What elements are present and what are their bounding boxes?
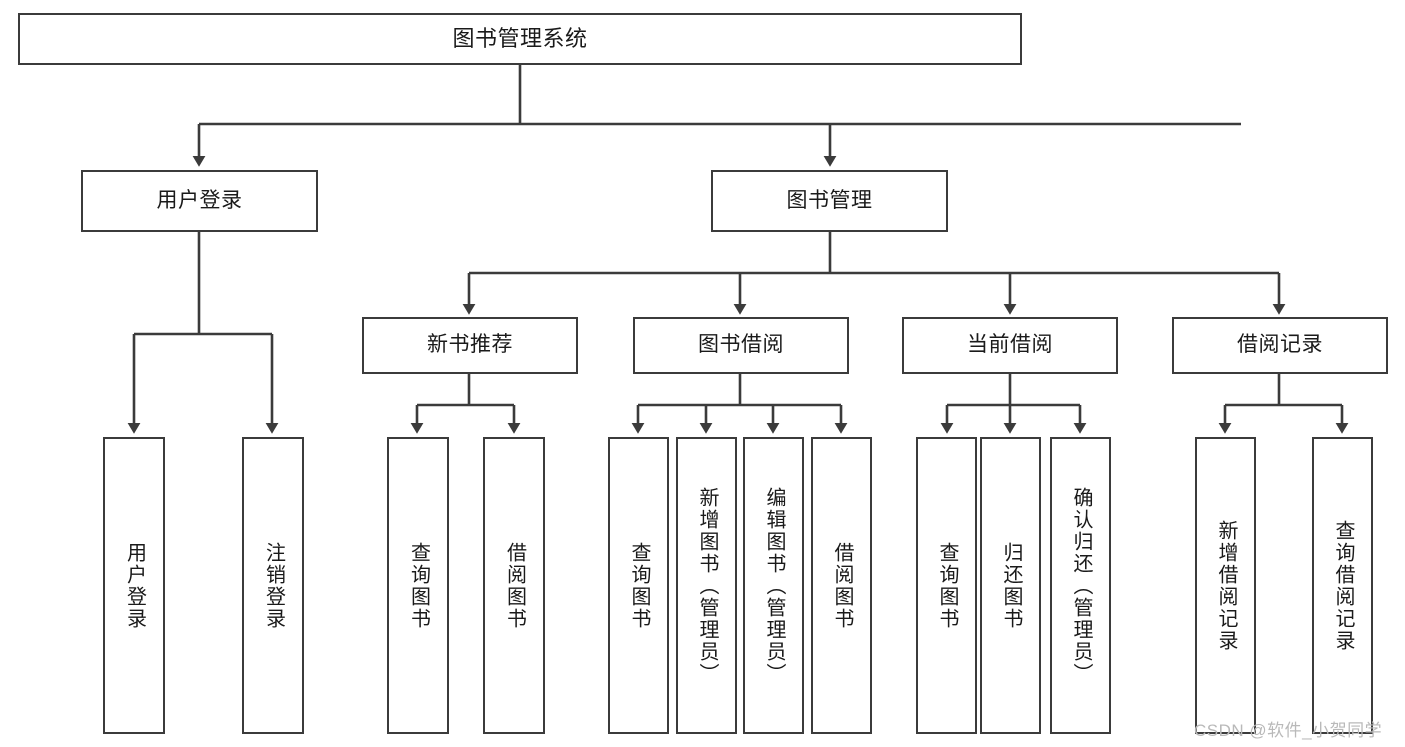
leaf-logout[interactable]: 注销登录 <box>242 437 304 734</box>
node-label: 查询图书 <box>628 541 650 630</box>
leaf-query-borrow-record[interactable]: 查询借阅记录 <box>1312 437 1373 734</box>
node-label: 图书管理 <box>786 188 873 212</box>
node-label: 用户登录 <box>156 188 243 212</box>
node-label: 用户登录 <box>123 541 146 630</box>
node-label: 新增借阅记录 <box>1215 519 1237 652</box>
leaf-add-borrow-record[interactable]: 新增借阅记录 <box>1195 437 1256 734</box>
node-label: 新书推荐 <box>427 333 513 357</box>
leaf-query-book-borrow[interactable]: 查询图书 <box>608 437 669 734</box>
node-label: 借阅图书 <box>831 541 853 630</box>
node-label: 图书管理系统 <box>452 25 588 51</box>
node-current-borrow[interactable]: 当前借阅 <box>902 317 1118 374</box>
leaf-return-book[interactable]: 归还图书 <box>980 437 1041 734</box>
node-label: 查询图书 <box>936 541 958 630</box>
leaf-query-book-recommend[interactable]: 查询图书 <box>387 437 449 734</box>
node-label: 编辑图书（管理员） <box>763 486 785 685</box>
csdn-watermark: CSDN @软件_小贺同学 <box>1194 721 1383 740</box>
node-new-book-recommend[interactable]: 新书推荐 <box>362 317 578 374</box>
leaf-borrow-book[interactable]: 借阅图书 <box>811 437 872 734</box>
node-label: 注销登录 <box>262 541 285 630</box>
node-book-management[interactable]: 图书管理 <box>711 170 948 232</box>
node-label: 确认归还（管理员） <box>1070 486 1092 685</box>
leaf-user-login[interactable]: 用户登录 <box>103 437 165 734</box>
node-label: 新增图书（管理员） <box>696 486 718 685</box>
leaf-query-book-current[interactable]: 查询图书 <box>916 437 977 734</box>
node-label: 当前借阅 <box>967 333 1053 357</box>
node-label: 借阅记录 <box>1237 333 1323 357</box>
node-label: 归还图书 <box>1000 541 1022 630</box>
node-borrow-record[interactable]: 借阅记录 <box>1172 317 1388 374</box>
node-root-book-management-system[interactable]: 图书管理系统 <box>18 13 1022 65</box>
leaf-confirm-return-admin[interactable]: 确认归还（管理员） <box>1050 437 1111 734</box>
node-label: 查询借阅记录 <box>1332 519 1354 652</box>
node-label: 查询图书 <box>407 541 430 630</box>
leaf-borrow-book-recommend[interactable]: 借阅图书 <box>483 437 545 734</box>
node-label: 借阅图书 <box>503 541 526 630</box>
node-book-borrow[interactable]: 图书借阅 <box>633 317 849 374</box>
node-user-login[interactable]: 用户登录 <box>81 170 318 232</box>
leaf-add-book-admin[interactable]: 新增图书（管理员） <box>676 437 737 734</box>
leaf-edit-book-admin[interactable]: 编辑图书（管理员） <box>743 437 804 734</box>
node-label: 图书借阅 <box>698 333 784 357</box>
